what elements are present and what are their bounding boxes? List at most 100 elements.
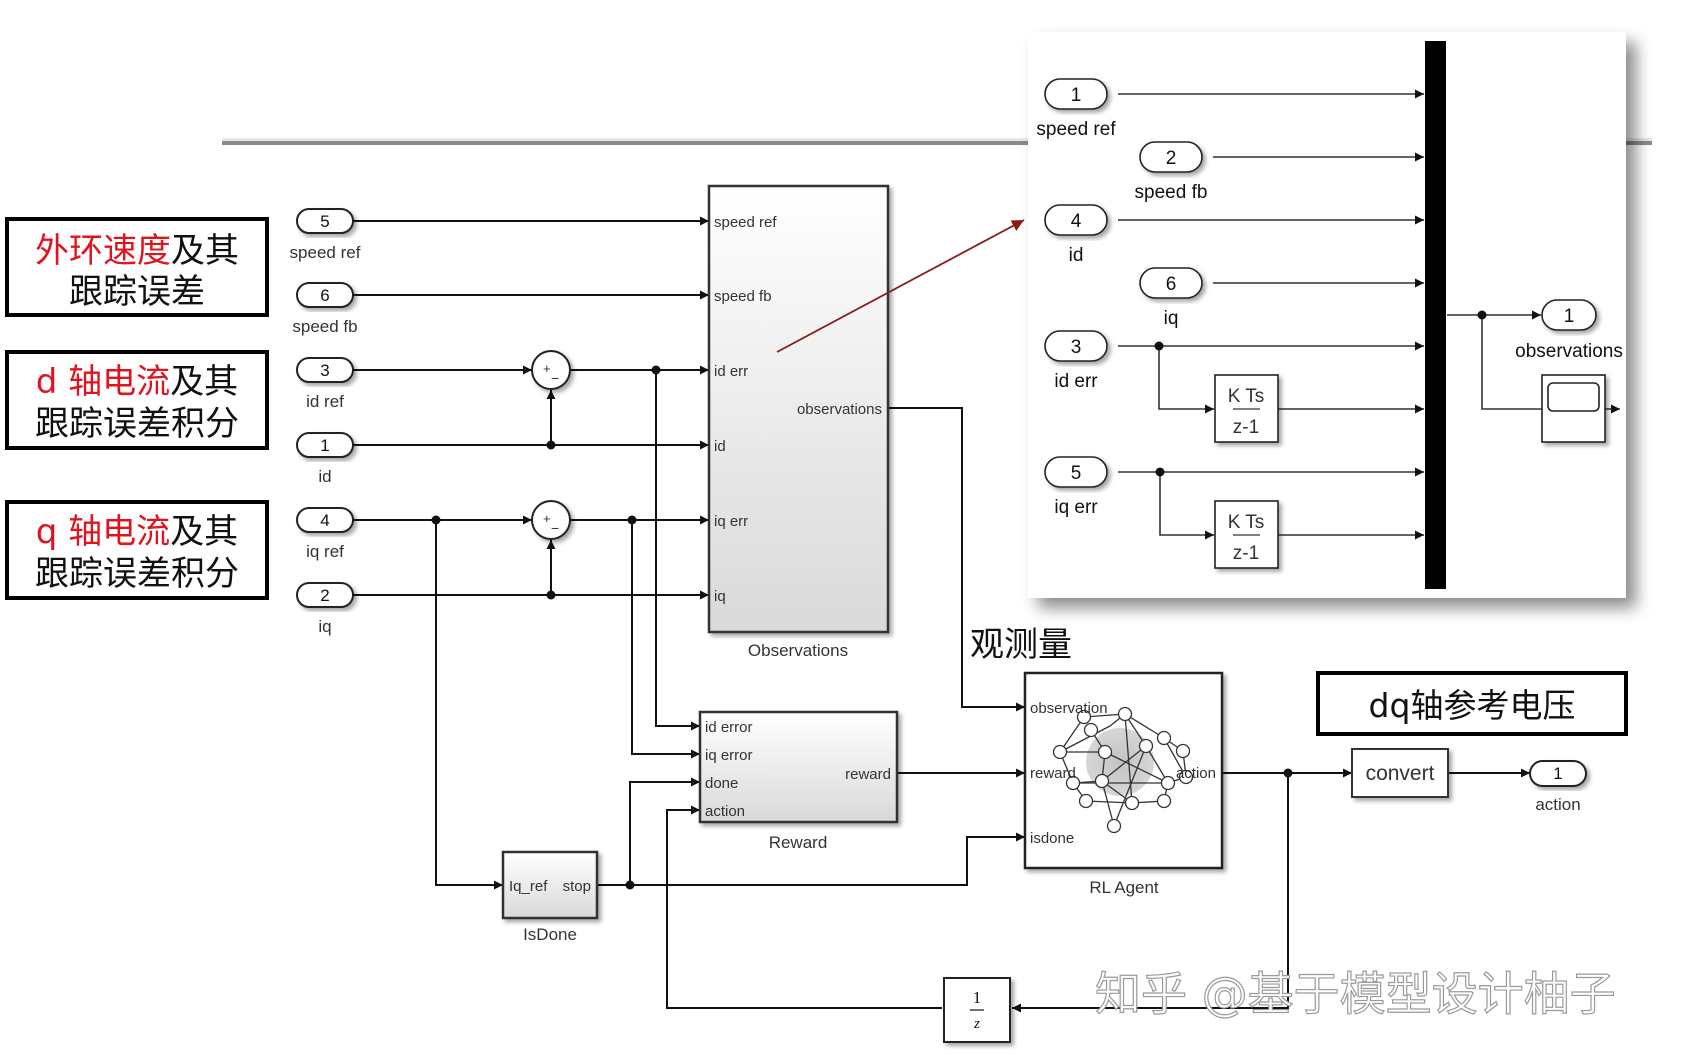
inport-id[interactable]: 1 id: [296, 432, 354, 486]
port-speed-ref: speed ref: [714, 214, 777, 231]
port-reward-out: reward: [845, 766, 891, 783]
unit-delay-block[interactable]: 1 z: [943, 977, 1011, 1043]
watermark: 知乎 @基于模型设计柚子: [1095, 967, 1616, 1021]
isdone-block[interactable]: Iq_ref stop IsDone: [501, 850, 599, 944]
inset-inport-id[interactable]: 4 id: [1044, 204, 1108, 266]
scope-block[interactable]: [1541, 374, 1606, 443]
block-name-rl-agent: RL Agent: [1089, 878, 1159, 897]
callout-arrow: [776, 219, 1025, 353]
svg-text:iq ref: iq ref: [306, 542, 344, 561]
annotation-black-text: 及其: [170, 362, 238, 402]
annotation-red-text: q 轴电流: [36, 512, 170, 552]
mux-block[interactable]: [1425, 41, 1446, 589]
inset-inport-iq[interactable]: 6 iq: [1139, 267, 1203, 329]
port-isdone: isdone: [1030, 830, 1074, 847]
annotation-black-text: 及其: [171, 231, 239, 271]
port-stop: stop: [563, 878, 591, 895]
svg-text:5: 5: [1071, 463, 1082, 484]
annotation-q-axis: q 轴电流及其 跟踪误差积分: [5, 500, 269, 600]
outport-action[interactable]: 1 action: [1529, 760, 1587, 814]
svg-text:1: 1: [1553, 764, 1562, 783]
reward-block[interactable]: id error iq error done action reward Rew…: [698, 710, 899, 852]
annotation-line2: 跟踪误差: [69, 272, 205, 312]
wire-observations[interactable]: [888, 407, 1025, 712]
svg-text:iq err: iq err: [1054, 497, 1098, 518]
port-speed-fb: speed fb: [714, 288, 772, 305]
inset-inport-speed-fb[interactable]: 2 speed fb: [1135, 141, 1208, 203]
svg-text:6: 6: [1166, 274, 1177, 295]
svg-text:4: 4: [320, 511, 329, 530]
svg-text:speed ref: speed ref: [1036, 119, 1116, 140]
svg-text:3: 3: [1071, 337, 1082, 358]
annotation-red-text: d 轴电流: [36, 362, 170, 402]
inset-inport-id-err[interactable]: 3id err: [1044, 330, 1108, 392]
convert-block[interactable]: convert: [1351, 748, 1449, 798]
svg-text:dq轴参考电压: dq轴参考电压: [1369, 686, 1576, 725]
svg-text:2: 2: [1166, 148, 1177, 169]
svg-text:id ref: id ref: [306, 392, 344, 411]
port-id-err: id err: [714, 363, 748, 380]
separator-line: [222, 141, 1652, 145]
sum-block-iq[interactable]: + −: [531, 500, 571, 540]
rl-agent-block[interactable]: observation reward isdone action RL Agen…: [1023, 671, 1224, 897]
port-id: id: [714, 438, 726, 455]
port-iq-ref: Iq_ref: [509, 878, 548, 895]
inset-inport-speed-ref[interactable]: 1 speed ref: [1036, 78, 1116, 140]
svg-text:speed fb: speed fb: [292, 317, 357, 336]
svg-text:q 轴电流及其: q 轴电流及其: [36, 512, 238, 552]
svg-text:4: 4: [1071, 211, 1082, 232]
svg-text:action: action: [1535, 795, 1580, 814]
svg-text:speed fb: speed fb: [1135, 182, 1208, 203]
svg-text:z-1: z-1: [1233, 543, 1259, 564]
block-name-reward: Reward: [769, 833, 828, 852]
signal-wires: [353, 216, 1530, 1013]
observations-block[interactable]: speed ref speed fb id err id iq err iq o…: [707, 184, 890, 660]
annotation-line2: 跟踪误差积分: [35, 404, 239, 444]
neural-network-icon: [1052, 706, 1194, 834]
annotation-line2: 跟踪误差积分: [35, 554, 239, 594]
inset-outport-observations[interactable]: 1 observations: [1515, 299, 1623, 362]
inport-iq[interactable]: 2 iq: [296, 582, 354, 636]
svg-text:+: +: [543, 361, 551, 376]
port-id-error: id error: [705, 719, 753, 736]
port-observations-out: observations: [797, 401, 882, 418]
port-action: action: [705, 803, 745, 820]
svg-text:id: id: [318, 467, 331, 486]
svg-text:−: −: [551, 370, 559, 386]
port-iq-err: iq err: [714, 513, 748, 530]
svg-text:5: 5: [320, 212, 329, 231]
port-iq: iq: [714, 588, 726, 605]
svg-text:+: +: [543, 511, 551, 526]
svg-text:id: id: [1069, 245, 1084, 266]
svg-text:iq: iq: [1164, 308, 1179, 329]
svg-text:K Ts: K Ts: [1228, 512, 1265, 533]
svg-text:1: 1: [320, 436, 329, 455]
svg-text:convert: convert: [1366, 762, 1435, 785]
discrete-integrator-iq[interactable]: K Ts z-1: [1214, 500, 1279, 569]
observations-cn-label: 观测量: [970, 625, 1072, 665]
port-action-out: action: [1176, 765, 1216, 782]
port-done: done: [705, 775, 738, 792]
block-name-isdone: IsDone: [523, 925, 577, 944]
svg-text:−: −: [551, 520, 559, 536]
svg-text:1: 1: [1071, 85, 1082, 106]
svg-text:d 轴电流及其: d 轴电流及其: [36, 362, 238, 402]
svg-text:iq: iq: [318, 617, 331, 636]
annotation-black-text: 及其: [170, 512, 238, 552]
scope-icon: [1547, 382, 1600, 412]
svg-text:speed ref: speed ref: [290, 243, 361, 262]
inport-iq-ref[interactable]: 4 iq ref: [296, 507, 354, 561]
inport-speed-ref[interactable]: 5 speed ref: [290, 208, 361, 262]
svg-text:2: 2: [320, 586, 329, 605]
inport-id-ref[interactable]: 3id ref: [296, 357, 354, 411]
inset-inport-iq-err[interactable]: 5 iq err: [1044, 456, 1108, 518]
sum-block-id[interactable]: + −: [531, 350, 571, 390]
annotation-red-text: 外环速度: [35, 231, 171, 271]
svg-text:observations: observations: [1515, 341, 1623, 362]
svg-text:K Ts: K Ts: [1228, 386, 1265, 407]
svg-text:1: 1: [973, 988, 982, 1007]
discrete-integrator-id[interactable]: K Ts z-1: [1214, 374, 1279, 443]
